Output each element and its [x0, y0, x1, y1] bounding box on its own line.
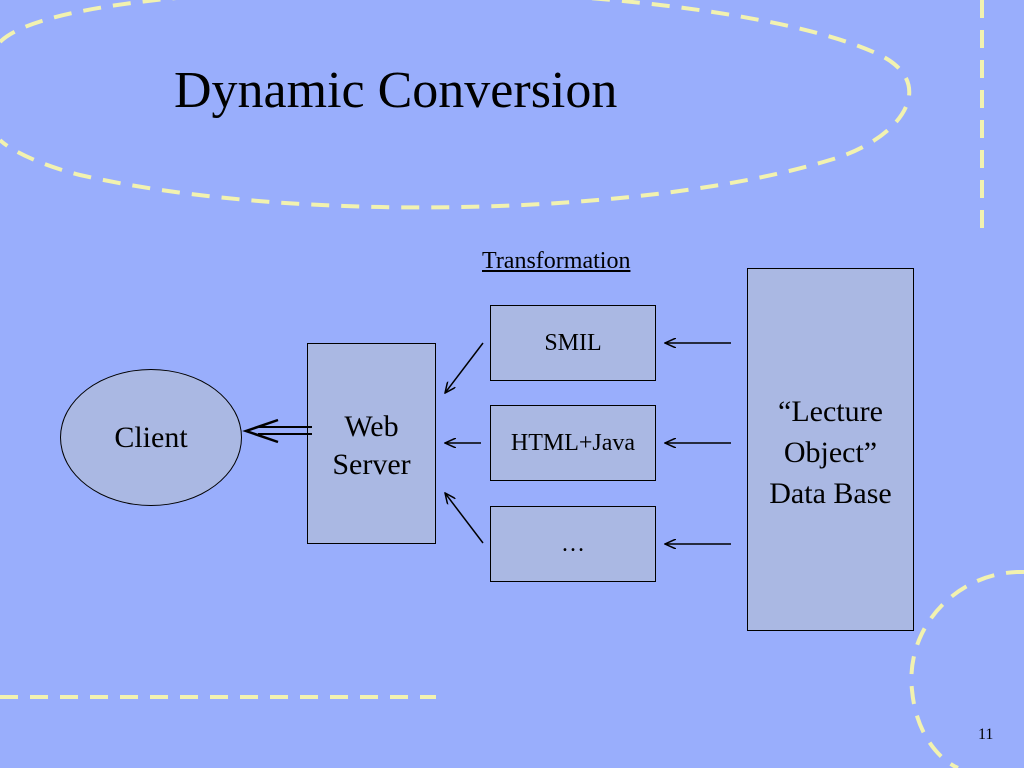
- web-server-node: Web Server: [307, 343, 436, 544]
- lecture-object-database-node: “Lecture Object” Data Base: [747, 268, 914, 631]
- arrow-server-to-client: [242, 418, 312, 444]
- client-node: Client: [60, 369, 242, 506]
- format-box-html-java: HTML+Java: [490, 405, 656, 481]
- database-label-line-3: Data Base: [769, 477, 892, 510]
- format-box-smil: SMIL: [490, 305, 656, 381]
- arrow-smil-to-server: [445, 342, 484, 393]
- dashed-ellipse-title: [0, 0, 912, 210]
- format-box-other: …: [490, 506, 656, 582]
- client-label: Client: [114, 420, 188, 454]
- server-label-line-1: Web: [344, 410, 399, 443]
- transformation-caption: Transformation: [482, 248, 631, 274]
- format-label-smil: SMIL: [544, 329, 602, 356]
- format-label-html-java: HTML+Java: [510, 429, 636, 456]
- database-label-line-1: “Lecture: [778, 395, 883, 428]
- dashed-arc-bottom-right: [909, 569, 1024, 768]
- format-label-other: …: [561, 530, 585, 557]
- server-label-line-2: Server: [332, 448, 411, 481]
- database-label-line-2: Object”: [783, 436, 878, 469]
- arrow-other-to-server: [445, 493, 484, 544]
- slide-title: Dynamic Conversion: [174, 62, 618, 119]
- page-number: 11: [978, 726, 994, 743]
